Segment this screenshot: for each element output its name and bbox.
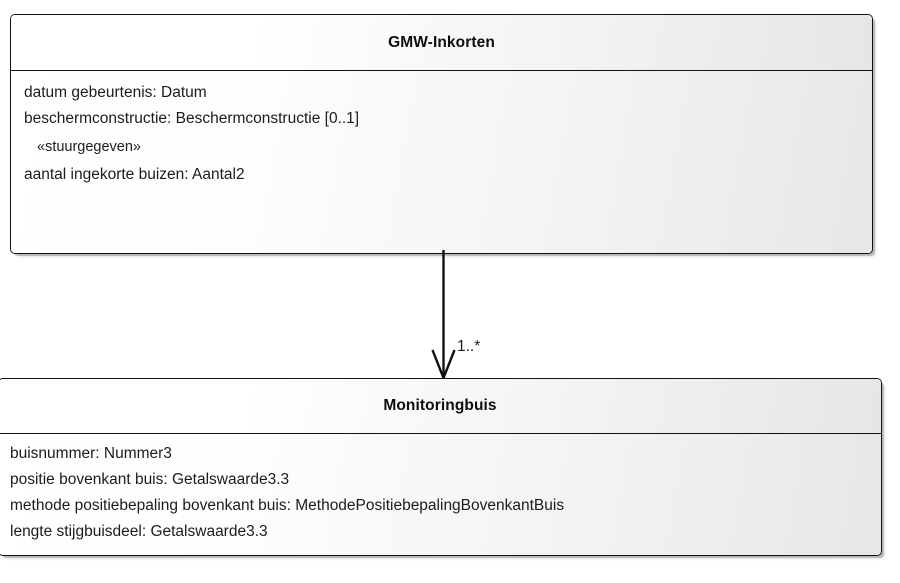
class-attribute: methode positiebepaling bovenkant buis: … <box>10 497 565 514</box>
class-attribute: aantal ingekorte buizen: Aantal2 <box>24 166 245 183</box>
association-multiplicity-label: 1..* <box>457 338 481 355</box>
class-attribute: lengte stijgbuisdeel: Getalswaarde3.3 <box>10 523 268 540</box>
uml-class-monitoringbuis[interactable]: Monitoringbuis buisnummer: Nummer3 posit… <box>0 378 882 556</box>
open-arrowhead-icon <box>431 349 456 382</box>
class-attributes-gmw-inkorten: datum gebeurtenis: Datum beschermconstru… <box>11 71 872 253</box>
class-header-monitoringbuis: Monitoringbuis <box>0 379 881 434</box>
class-title: GMW-Inkorten <box>388 33 495 51</box>
class-title: Monitoringbuis <box>383 397 497 414</box>
class-attribute: beschermconstructie: Beschermconstructie… <box>24 110 360 127</box>
association-connector <box>431 250 456 382</box>
uml-class-gmw-inkorten[interactable]: GMW-Inkorten datum gebeurtenis: Datum be… <box>10 14 873 254</box>
class-attribute: positie bovenkant buis: Getalswaarde3.3 <box>10 471 290 488</box>
class-attribute: datum gebeurtenis: Datum <box>24 84 207 101</box>
class-header-gmw-inkorten: GMW-Inkorten <box>11 15 872 71</box>
class-attribute-stereotype: «stuurgegeven» <box>37 139 141 155</box>
class-attribute: buisnummer: Nummer3 <box>10 445 172 462</box>
class-attributes-monitoringbuis: buisnummer: Nummer3 positie bovenkant bu… <box>0 434 881 555</box>
